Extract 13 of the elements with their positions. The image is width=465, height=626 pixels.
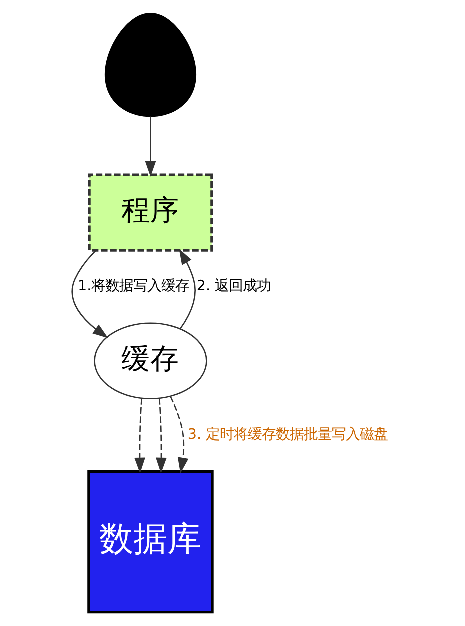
arrow [72, 250, 108, 338]
edge-label: 2. 返回成功 [196, 278, 272, 295]
node-ellipse: 缓存 [94, 322, 208, 400]
node-box: 程序 [88, 174, 214, 252]
edge-label: 3. 定时将缓存数据批量写入磁盘 [188, 426, 388, 443]
arrow [170, 396, 189, 474]
arrow [156, 398, 167, 474]
arrow [134, 398, 146, 474]
arrow [179, 249, 196, 330]
node-person [104, 13, 197, 118]
edge-label: 1.将数据写入缓存 [78, 278, 190, 295]
arrow [145, 116, 156, 177]
node-box: 数据库 [88, 470, 214, 614]
